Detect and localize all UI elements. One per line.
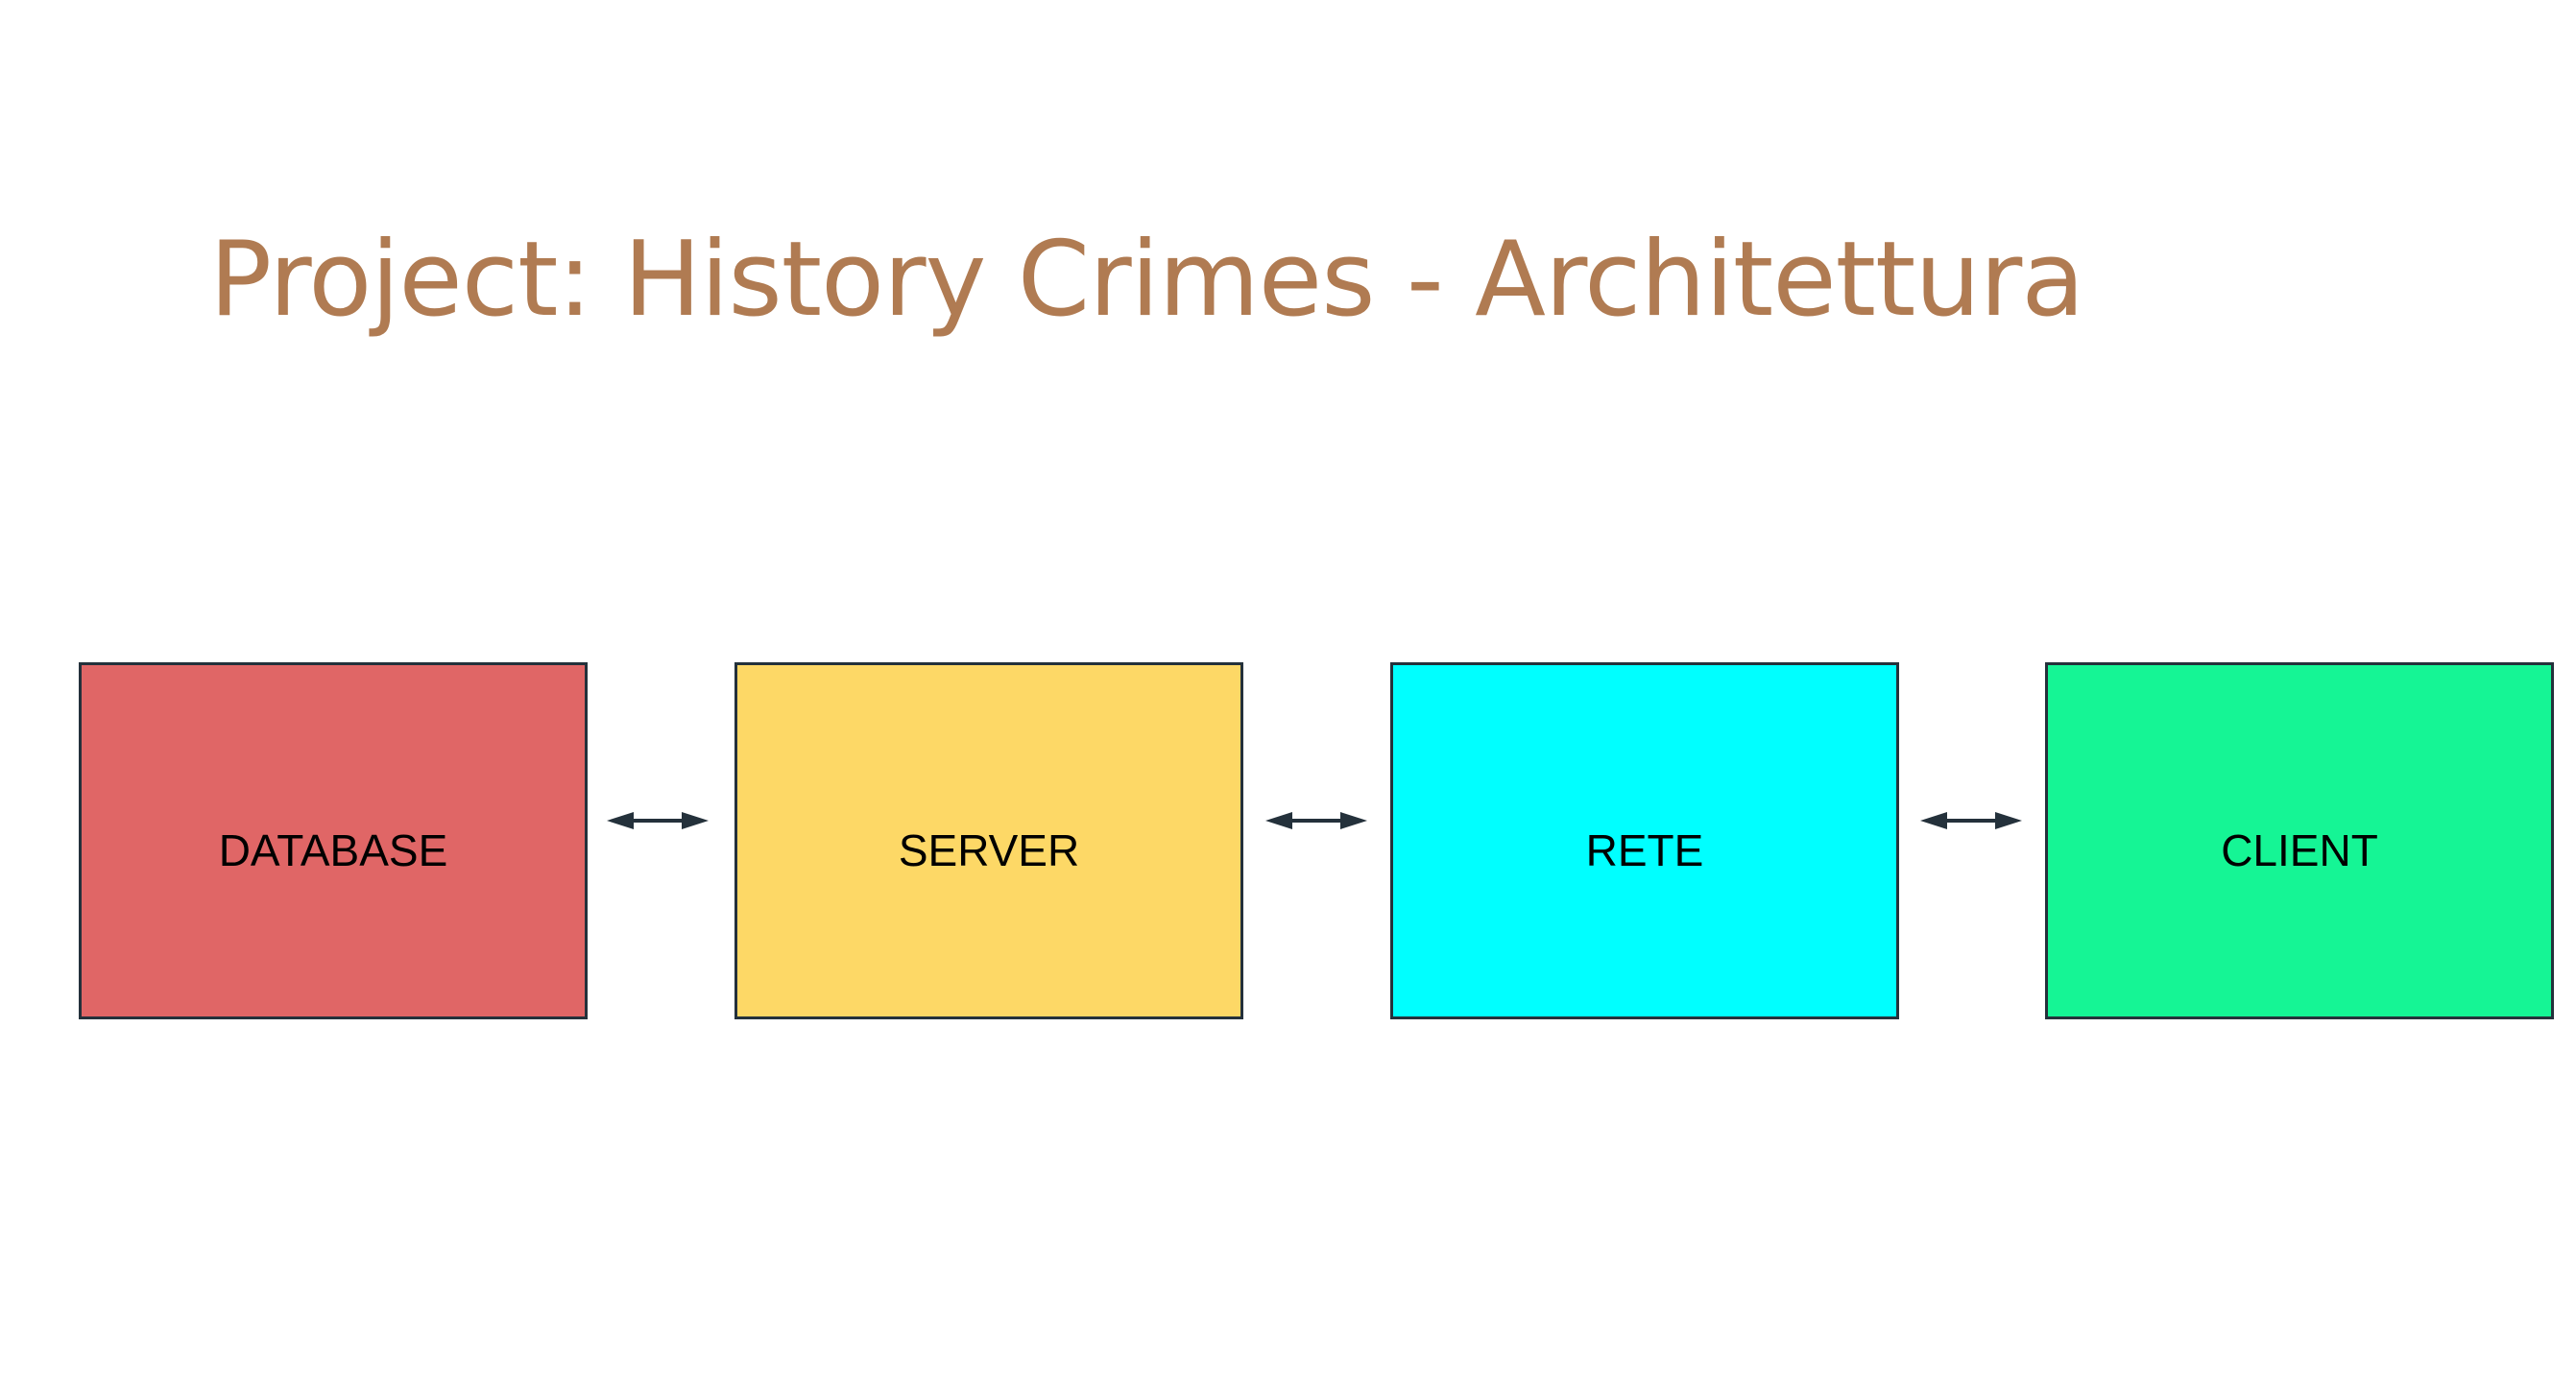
client-box: CLIENT — [2045, 662, 2554, 1019]
database-box: DATABASE — [79, 662, 588, 1019]
rete-box: RETE — [1390, 662, 1899, 1019]
database-label: DATABASE — [218, 825, 448, 875]
page-title: Project: History Crimes - Architettura — [209, 220, 2084, 340]
rete-label: RETE — [1585, 825, 1704, 875]
server-box: SERVER — [734, 662, 1243, 1019]
client-label: CLIENT — [2221, 825, 2378, 875]
server-rete-arrow — [1265, 812, 1367, 829]
server-label: SERVER — [898, 825, 1080, 875]
database-server-arrow — [607, 812, 709, 829]
rete-client-arrow — [1920, 812, 2022, 829]
